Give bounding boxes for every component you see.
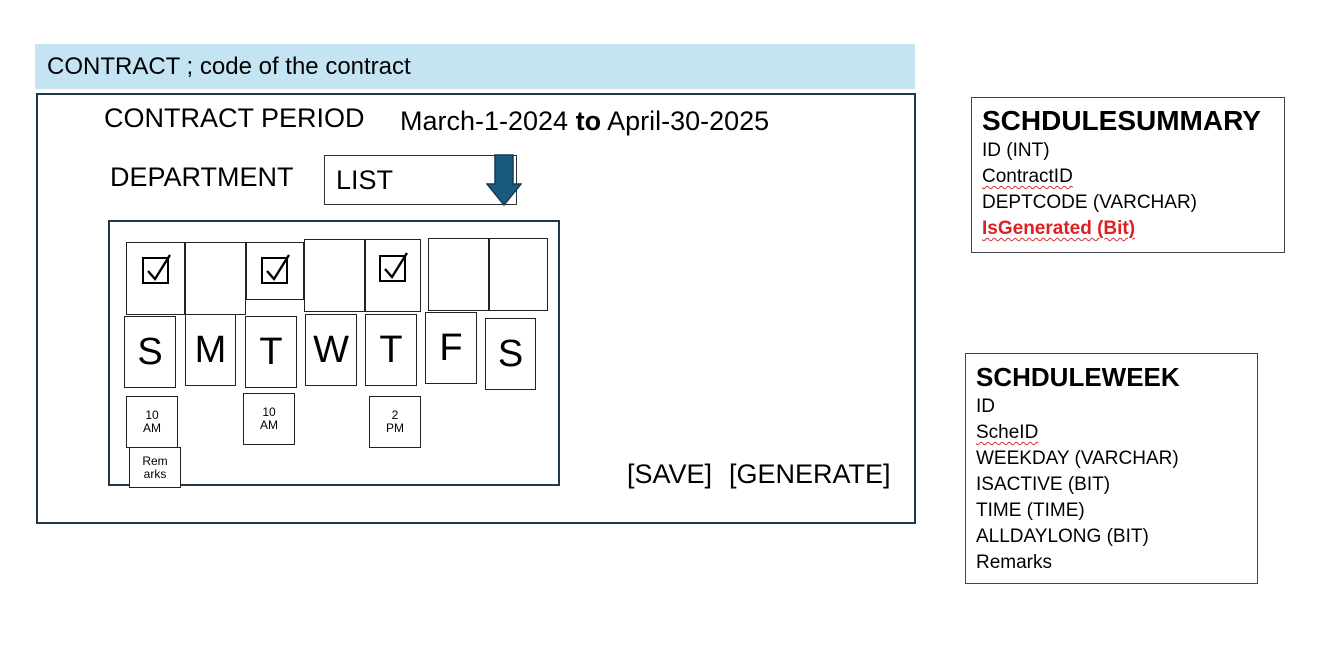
- scheduleweek-field: Remarks: [976, 552, 1053, 573]
- save-button[interactable]: [SAVE]: [627, 459, 713, 489]
- day-label-fri: F: [425, 312, 477, 384]
- contract-period-label: CONTRACT PERIOD: [104, 103, 365, 133]
- period-start[interactable]: March-1-2024: [400, 106, 569, 136]
- day-checkbox-sat[interactable]: [489, 238, 548, 311]
- scheduleweek-field: ISACTIVE (BIT): [976, 474, 1111, 495]
- day-label-thu: T: [365, 314, 417, 386]
- schedulesummary-field-text: ContractID: [982, 166, 1073, 187]
- time-value: 10 AM: [260, 405, 278, 432]
- day-label-wed: W: [305, 314, 357, 386]
- schedulesummary-field-text: IsGenerated (Bit): [982, 218, 1136, 239]
- day-checkbox-tue[interactable]: [246, 242, 304, 300]
- check-icon: [142, 254, 172, 284]
- day-label-sun: S: [124, 316, 176, 388]
- day-label-sat: S: [485, 318, 536, 390]
- arrow-down-icon[interactable]: [485, 154, 523, 207]
- contract-form-frame: [36, 93, 916, 524]
- schedulesummary-field: ContractID: [982, 164, 1274, 190]
- day-checkbox-mon[interactable]: [185, 242, 246, 315]
- time-field-sun[interactable]: 10 AM: [126, 396, 178, 448]
- scheduleweek-field: TIME (TIME): [976, 500, 1085, 521]
- department-select-value: LIST: [336, 165, 394, 195]
- contract-title: CONTRACT ; code of the contract: [47, 53, 411, 80]
- scheduleweek-field: ALLDAYLONG (BIT): [976, 526, 1149, 547]
- check-icon: [261, 254, 291, 284]
- time-value: 10 AM: [143, 408, 161, 435]
- scheduleweek-title: SCHDULEWEEK: [976, 362, 1180, 392]
- department-select[interactable]: LIST: [324, 155, 517, 205]
- contract-period-value: March-1-2024 to April-30-2025: [400, 106, 769, 137]
- department-label: DEPARTMENT: [110, 162, 294, 192]
- schedulesummary-field-highlight: IsGenerated (Bit): [982, 216, 1274, 242]
- scheduleweek-table: SCHDULEWEEK ID ScheID WEEKDAY (VARCHAR) …: [965, 353, 1258, 584]
- schedulesummary-title: SCHDULESUMMARY: [982, 105, 1261, 136]
- scheduleweek-field-text: ScheID: [976, 422, 1039, 443]
- day-checkbox-fri[interactable]: [428, 238, 489, 311]
- schedulesummary-table: SCHDULESUMMARY ID (INT) ContractID DEPTC…: [971, 97, 1285, 253]
- day-checkbox-thu[interactable]: [365, 239, 421, 312]
- contract-header: CONTRACT ; code of the contract: [35, 44, 915, 89]
- check-icon: [379, 252, 409, 282]
- time-field-thu[interactable]: 2 PM: [369, 396, 421, 448]
- scheduleweek-field: WEEKDAY (VARCHAR): [976, 448, 1179, 469]
- scheduleweek-field: ScheID: [976, 420, 1247, 446]
- period-end[interactable]: April-30-2025: [607, 106, 770, 136]
- schedulesummary-field: ID (INT): [982, 140, 1050, 161]
- day-label-tue: T: [245, 316, 297, 388]
- period-separator: to: [575, 106, 602, 136]
- day-label-mon: M: [185, 314, 236, 386]
- generate-button[interactable]: [GENERATE]: [729, 459, 891, 489]
- scheduleweek-field: ID: [976, 396, 995, 417]
- remarks-label: Rem arks: [142, 453, 168, 481]
- schedule-grid-frame: [108, 220, 560, 486]
- schedulesummary-field: DEPTCODE (VARCHAR): [982, 192, 1197, 213]
- time-value: 2 PM: [386, 408, 404, 435]
- time-field-tue[interactable]: 10 AM: [243, 393, 295, 445]
- remarks-field[interactable]: Rem arks: [129, 447, 181, 488]
- day-checkbox-sun[interactable]: [126, 242, 185, 315]
- day-checkbox-wed[interactable]: [304, 239, 365, 312]
